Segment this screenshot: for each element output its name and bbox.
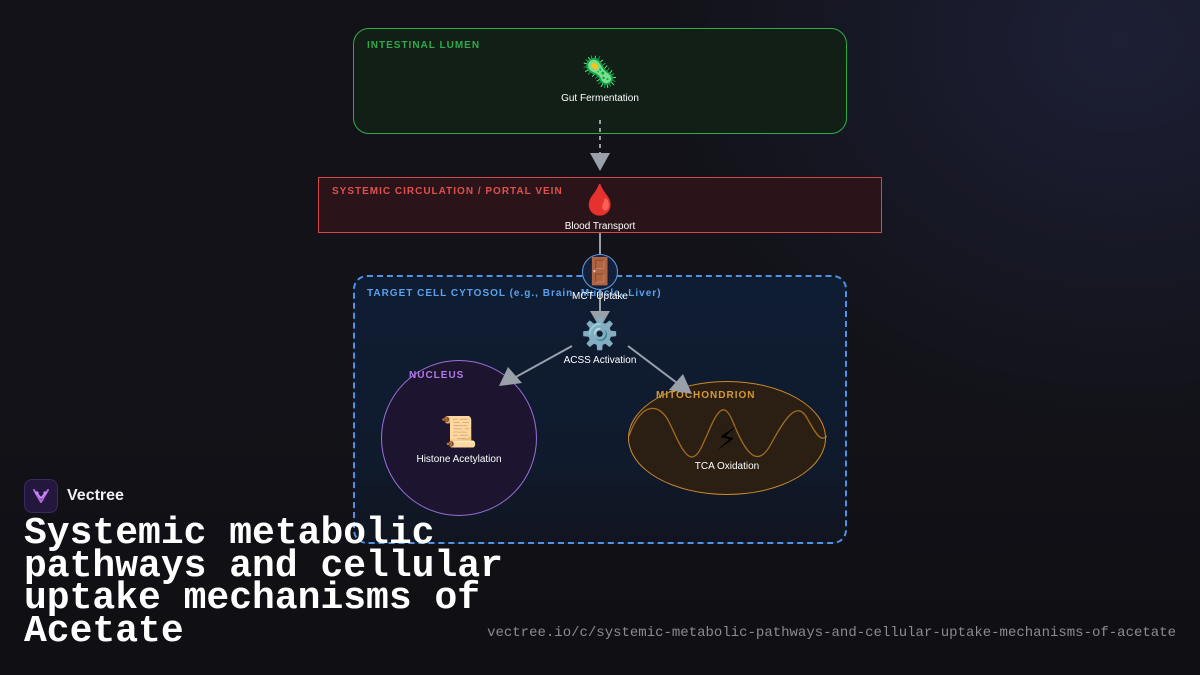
target-cell-cytosol-label: TARGET CELL CYTOSOL (e.g., Brain, Muscle…: [367, 288, 662, 299]
brand-name: Vectree: [67, 487, 124, 504]
histone-acetylation-label: Histone Acetylation: [416, 454, 502, 465]
brand: Vectree: [24, 479, 124, 513]
page-url: vectree.io/c/systemic-metabolic-pathways…: [487, 625, 1176, 641]
mitochondrion-cristae: [629, 407, 827, 458]
intestinal-lumen-region: INTESTINAL LUMEN: [353, 28, 847, 134]
gut-fermentation-label: Gut Fermentation: [561, 93, 639, 104]
lightning-icon: ⚡: [716, 422, 738, 457]
systemic-circulation-region: SYSTEMIC CIRCULATION / PORTAL VEIN: [318, 177, 882, 233]
door-icon: 🚪: [583, 257, 617, 287]
mitochondrion-label: MITOCHONDRION: [656, 390, 756, 401]
nucleus-label: NUCLEUS: [409, 370, 465, 381]
vectree-logo-icon: [24, 479, 58, 513]
blood-drop-icon: 🩸: [581, 183, 619, 218]
gear-icon: ⚙️: [581, 317, 619, 352]
systemic-circulation-label: SYSTEMIC CIRCULATION / PORTAL VEIN: [332, 186, 563, 197]
nucleus-region: NUCLEUS: [381, 360, 537, 516]
mct-uptake-label: MCT Uptake: [572, 291, 628, 302]
mct-transporter-circle: [582, 254, 618, 290]
page-title: Systemic metabolic pathways and cellular…: [24, 512, 503, 653]
mitochondrion-region: MITOCHONDRION: [628, 381, 827, 495]
scroll-icon: 📜: [440, 415, 478, 450]
microbe-icon: 🦠: [581, 55, 619, 90]
blood-transport-label: Blood Transport: [564, 221, 636, 232]
tca-oxidation-label: TCA Oxidation: [694, 461, 760, 472]
intestinal-lumen-label: INTESTINAL LUMEN: [367, 40, 481, 51]
acss-activation-label: ACSS Activation: [563, 355, 637, 366]
